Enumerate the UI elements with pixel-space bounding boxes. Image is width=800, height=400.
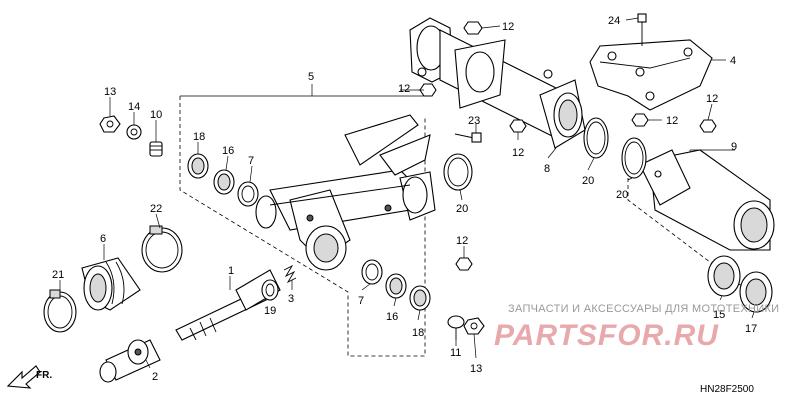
watermark-brand: PARTSFOR.RU: [494, 319, 719, 352]
boot-6: [81, 257, 141, 311]
spring-3: [283, 264, 297, 284]
clamp-22: [141, 225, 183, 273]
callout-7: 7: [248, 155, 254, 167]
callout-16-bottom: 16: [386, 311, 398, 323]
bracket-5: [179, 84, 426, 357]
callout-20-left: 20: [456, 203, 468, 215]
diagram-code: HN28F2500: [700, 384, 754, 395]
callout-5: 5: [308, 71, 314, 83]
callout-13: 13: [104, 86, 116, 98]
bearing-16-bottom: [385, 273, 407, 299]
callout-9: 9: [731, 141, 737, 153]
seal-19: [261, 279, 279, 301]
watermark: ЗАПЧАСТИ И АКСЕССУАРЫ ДЛЯ МОТОТЕХНИКИ PA…: [494, 303, 779, 352]
nut-12-far: [699, 119, 717, 133]
callout-21: 21: [52, 269, 64, 281]
nut-12-right: [631, 113, 649, 127]
nut-12-low: [455, 257, 473, 271]
callout-6: 6: [100, 233, 106, 245]
callout-20-right: 20: [582, 175, 594, 187]
callout-10: 10: [150, 109, 162, 121]
callout-2: 2: [152, 371, 158, 383]
callout-12-right: 12: [666, 115, 678, 127]
callout-7-bottom: 7: [358, 295, 364, 307]
callout-12-left: 12: [398, 83, 410, 95]
bearing-16-top: [213, 169, 235, 195]
seal-7-bottom: [361, 259, 383, 285]
front-label: FR.: [36, 370, 52, 381]
bearing-18-bottom: [409, 285, 431, 311]
callout-18: 18: [193, 131, 205, 143]
callout-20-far: 20: [616, 189, 628, 201]
o-ring-20-right: [583, 117, 609, 159]
universal-joint-2: [99, 339, 161, 383]
bolt-24: [637, 13, 647, 46]
callout-3: 3: [288, 293, 294, 305]
callout-12-low: 12: [456, 235, 468, 247]
callout-13-bottom: 13: [470, 363, 482, 375]
leader-lines: [59, 17, 755, 369]
callout-14: 14: [128, 101, 140, 113]
nut-12-top: [463, 21, 483, 35]
o-ring-20-left: [443, 153, 473, 191]
oil-seal-17: [739, 271, 773, 313]
oil-seal-15: [707, 255, 741, 297]
o-ring-20-far: [621, 137, 647, 179]
callout-17: 17: [745, 323, 757, 335]
callout-18-bottom: 18: [412, 327, 424, 339]
callout-22: 22: [150, 203, 162, 215]
callout-labels: 13 14 10 18 16 7 22 6 21 1 2 3 19 5 12 1…: [52, 15, 757, 383]
callout-12-top: 12: [502, 21, 514, 33]
front-direction-arrow: FR.: [6, 365, 52, 389]
callout-19: 19: [264, 305, 276, 317]
nut-13-bottom: [463, 317, 485, 335]
callout-11: 11: [450, 347, 461, 359]
nut-12-mid: [509, 119, 527, 133]
callout-1: 1: [228, 265, 234, 277]
callout-12-mid: 12: [512, 147, 524, 159]
callout-12-far: 12: [706, 93, 718, 105]
callout-8: 8: [544, 163, 550, 175]
callout-16: 16: [222, 145, 234, 157]
nut-13-left: [99, 115, 121, 133]
callout-4: 4: [730, 55, 736, 67]
washer-14: [126, 124, 142, 140]
axle-housing-9: [639, 149, 775, 251]
bolt-10: [149, 141, 163, 157]
callout-15: 15: [713, 309, 725, 321]
callout-23: 23: [468, 115, 480, 127]
bolt-23: [454, 132, 482, 143]
bearing-18-top: [187, 153, 209, 179]
swingarm-5: [255, 114, 436, 271]
seal-7-top: [237, 181, 259, 207]
final-gear-tube-8: [409, 17, 586, 149]
watermark-subtitle: ЗАПЧАСТИ И АКСЕССУАРЫ ДЛЯ МОТОТЕХНИКИ: [508, 303, 779, 315]
clamp-21: [43, 289, 77, 333]
bolt-11: [447, 315, 465, 340]
bracket-4: [589, 39, 713, 111]
callout-24: 24: [608, 15, 620, 27]
